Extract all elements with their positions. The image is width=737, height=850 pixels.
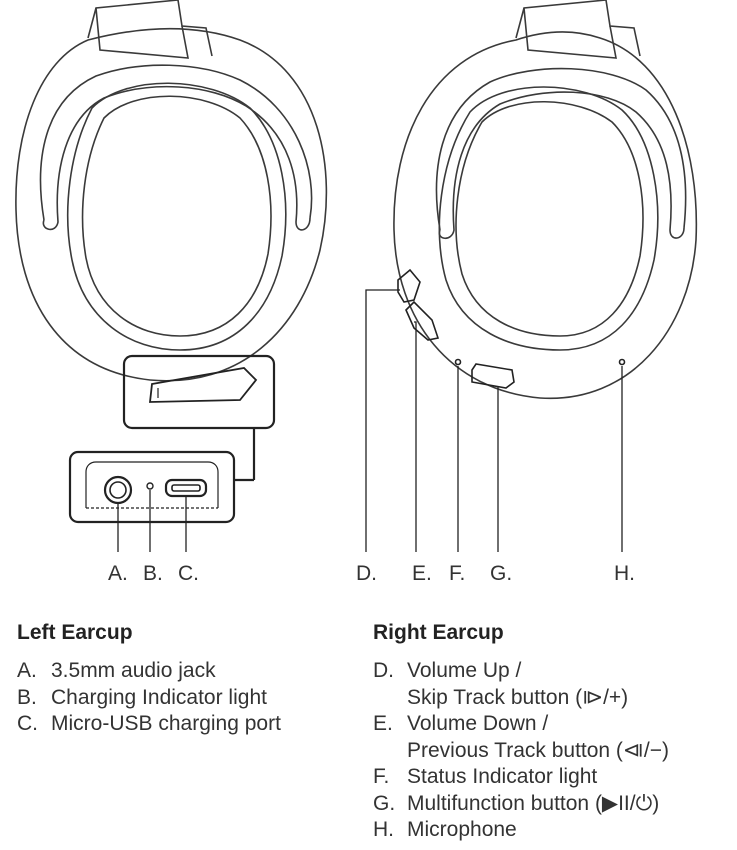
zoom-box-top — [122, 354, 276, 430]
legend-letter: A. — [17, 659, 37, 682]
left-legend: A. 3.5mm audio jack B. Charging Indicato… — [17, 658, 281, 738]
callout-a: A. — [108, 562, 128, 585]
legend-letter: D. — [373, 659, 394, 682]
earcup-diagram — [15, 0, 698, 552]
legend-item: H. Microphone — [373, 817, 669, 844]
legend-item: B. Charging Indicator light — [17, 685, 281, 712]
legend-text: 3.5mm audio jack — [51, 659, 216, 682]
legend-entry: D. Volume Up / Skip Track button (⧐/+) — [373, 658, 669, 711]
left-earcup-title: Left Earcup — [17, 621, 133, 644]
callout-f: F. — [449, 562, 466, 585]
callout-g: G. — [490, 562, 513, 585]
zoom-box-bottom — [68, 450, 236, 524]
legend-text: Volume Up / — [407, 659, 522, 682]
callout-h: H. — [614, 562, 635, 585]
multifunction-button — [471, 363, 515, 389]
legend-item: C. Micro-USB charging port — [17, 711, 281, 738]
legend-item: A. 3.5mm audio jack — [17, 658, 281, 685]
right-buttons — [397, 268, 626, 389]
legend-letter: H. — [373, 818, 394, 841]
status-light-icon — [454, 358, 462, 366]
legend-item: E. Volume Down / — [373, 711, 669, 738]
audio-jack-icon — [103, 475, 133, 505]
right-earcup — [393, 0, 698, 400]
legend-item: F. Status Indicator light — [373, 764, 669, 791]
callout-d: D. — [356, 562, 377, 585]
callout-e: E. — [412, 562, 432, 585]
microphone-icon — [618, 358, 626, 366]
left-outer-shell — [15, 27, 328, 382]
legend-text: Volume Down / — [407, 712, 549, 735]
callout-c: C. — [178, 562, 199, 585]
volume-down-button — [405, 300, 440, 341]
legend-text-continued: Skip Track button (⧐/+) — [407, 685, 629, 709]
legend-letter: F. — [373, 765, 390, 788]
legend-text: Micro-USB charging port — [51, 712, 281, 735]
legend-letter: E. — [373, 712, 393, 735]
right-outer-shell — [393, 31, 698, 400]
legend-text: Microphone — [407, 818, 517, 841]
left-earcup — [15, 0, 328, 382]
legend-text: Status Indicator light — [407, 765, 598, 788]
right-headband — [515, 0, 641, 57]
legend-entry: E. Volume Down / Previous Track button (… — [373, 711, 669, 764]
callout-b: B. — [143, 562, 163, 585]
legend-letter: C. — [17, 712, 38, 735]
volume-up-button — [397, 268, 421, 303]
legend-text-continued: Previous Track button (⧏/−) — [407, 738, 670, 762]
left-headband — [87, 0, 213, 57]
right-earpad — [438, 86, 659, 351]
legend-item: D. Volume Up / — [373, 658, 669, 685]
right-legend: D. Volume Up / Skip Track button (⧐/+) E… — [373, 658, 669, 844]
legend-letter: B. — [17, 685, 37, 709]
charging-light-icon — [146, 482, 154, 490]
legend-text: Multifunction button (▶II/⏻) — [407, 791, 660, 815]
legend-text: Charging Indicator light — [51, 685, 267, 709]
legend-item: G. Multifunction button (▶II/⏻) — [373, 791, 669, 818]
legend-letter: G. — [373, 791, 396, 815]
left-earpad — [66, 82, 287, 351]
left-port-zoom — [68, 354, 276, 524]
right-earcup-title: Right Earcup — [373, 621, 504, 644]
